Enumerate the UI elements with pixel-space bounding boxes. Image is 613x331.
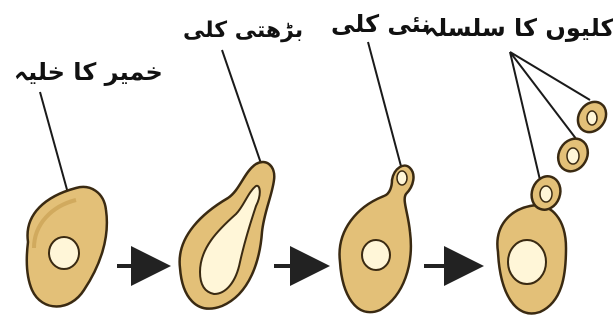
bud-3-nucleus <box>587 111 597 125</box>
bud-nucleus <box>397 171 407 185</box>
bud-1-nucleus <box>540 186 552 202</box>
bud-2-nucleus <box>567 148 579 164</box>
yeast-cell-new-bud <box>340 166 414 313</box>
nucleus <box>49 237 79 269</box>
yeast-cell-growing-bud <box>180 162 275 309</box>
nucleus <box>508 240 546 284</box>
leader-line-new-bud <box>368 42 402 170</box>
label-growing-bud: بڑھتی کلی <box>183 18 303 43</box>
yeast-cell-chain <box>497 96 611 313</box>
leader-line-chain-1 <box>510 52 590 100</box>
label-new-bud: نئی کلی <box>331 10 430 38</box>
label-yeast-cell: خمیر کا خلیہ <box>14 58 163 86</box>
yeast-cell-1 <box>27 187 107 307</box>
label-chain-of-buds: کلیوں کا سلسلہ <box>424 14 613 42</box>
nucleus <box>362 240 390 270</box>
leader-line-growing-bud <box>222 50 266 178</box>
